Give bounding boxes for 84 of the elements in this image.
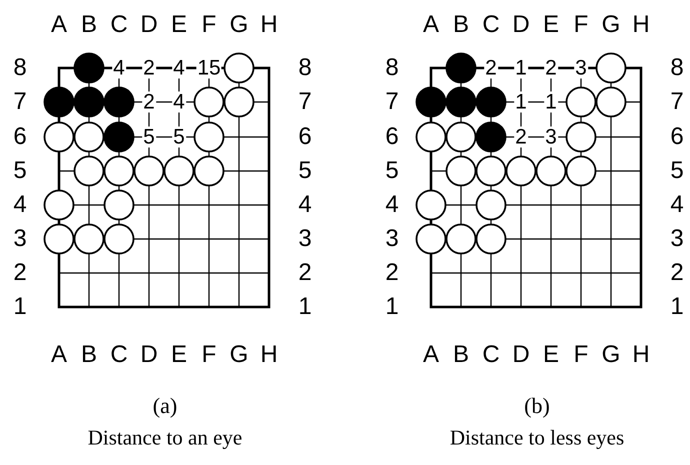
coordinate-label: 2 (298, 261, 312, 285)
distance-number: 1 (544, 92, 558, 112)
coordinate-label: D (140, 13, 158, 37)
coordinate-label: 2 (385, 261, 399, 285)
coordinate-label: 2 (670, 261, 684, 285)
coordinate-label: 4 (670, 193, 684, 217)
coordinate-label: 6 (670, 125, 684, 149)
coordinate-label: 1 (298, 295, 312, 319)
coordinate-label: E (171, 343, 187, 367)
coordinate-label: H (632, 343, 650, 367)
distance-number: 2 (142, 92, 156, 112)
coordinate-label: 4 (385, 193, 399, 217)
coordinate-label: 6 (13, 125, 27, 149)
coordinate-label: 8 (670, 56, 684, 80)
coordinate-label: E (543, 343, 559, 367)
coordinate-label: 3 (385, 227, 399, 251)
coordinate-label: 3 (670, 227, 684, 251)
coordinate-label: E (543, 13, 559, 37)
coordinate-label: 1 (385, 295, 399, 319)
coordinate-label: F (202, 343, 216, 367)
coordinate-label: B (453, 343, 469, 367)
distance-number: 2 (484, 58, 498, 78)
coordinate-label: 8 (13, 56, 27, 80)
coordinate-label: 7 (298, 90, 312, 114)
distance-number: 2 (142, 58, 156, 78)
coordinate-label: 6 (298, 125, 312, 149)
coordinate-label: E (171, 13, 187, 37)
coordinate-label: 8 (385, 56, 399, 80)
caption: Distance to an eye (88, 428, 242, 448)
distance-number: 3 (544, 126, 558, 148)
coordinate-label: 3 (13, 227, 27, 251)
coordinate-label: F (574, 343, 588, 367)
coordinate-label: 7 (385, 90, 399, 114)
distance-number: 5 (172, 126, 186, 148)
coordinate-label: D (512, 13, 530, 37)
distance-number: 2 (544, 58, 558, 78)
coordinate-label: 1 (670, 295, 684, 319)
coordinate-label: 7 (670, 90, 684, 114)
coordinate-label: 4 (13, 193, 27, 217)
coordinate-label: 8 (298, 56, 312, 80)
distance-number: 15 (196, 58, 222, 78)
coordinate-label: H (632, 13, 650, 37)
coordinate-label: G (602, 343, 620, 367)
coordinate-label: A (423, 13, 439, 37)
coordinate-label: G (602, 13, 620, 37)
coordinate-label: 5 (670, 159, 684, 183)
distance-number: 2 (514, 126, 528, 148)
coordinate-label: G (230, 343, 248, 367)
distance-number: 3 (574, 58, 588, 78)
distance-number: 1 (514, 58, 528, 78)
coordinate-label: H (260, 13, 278, 37)
coordinate-label: 5 (298, 159, 312, 183)
coordinate-label: 3 (298, 227, 312, 251)
coordinate-label: D (140, 343, 158, 367)
coordinate-label: 5 (13, 159, 27, 183)
subfigure-label: (a) (152, 395, 178, 417)
coordinate-label: G (230, 13, 248, 37)
distance-number: 1 (514, 92, 528, 112)
coordinate-label: F (202, 13, 216, 37)
coordinate-label: A (51, 343, 67, 367)
distance-number: 4 (172, 92, 186, 112)
coordinate-label: C (110, 13, 128, 37)
coordinate-label: 5 (385, 159, 399, 183)
coordinate-label: C (110, 343, 128, 367)
coordinate-label: A (51, 13, 67, 37)
coordinate-label: 4 (298, 193, 312, 217)
coordinate-label: C (482, 343, 500, 367)
coordinate-label: F (574, 13, 588, 37)
caption: Distance to less eyes (450, 428, 624, 448)
coordinate-label: 7 (13, 90, 27, 114)
coordinate-label: D (512, 343, 530, 367)
subfigure-label: (b) (524, 395, 550, 417)
coordinate-label: A (423, 343, 439, 367)
coordinate-label: B (453, 13, 469, 37)
coordinate-label: C (482, 13, 500, 37)
coordinate-label: B (81, 343, 97, 367)
distance-number: 5 (142, 126, 156, 148)
coordinate-label: 1 (13, 295, 27, 319)
distance-number: 4 (172, 58, 186, 78)
coordinate-label: H (260, 343, 278, 367)
coordinate-label: 6 (385, 125, 399, 149)
distance-number: 4 (112, 58, 126, 78)
coordinate-label: 2 (13, 261, 27, 285)
coordinate-label: B (81, 13, 97, 37)
